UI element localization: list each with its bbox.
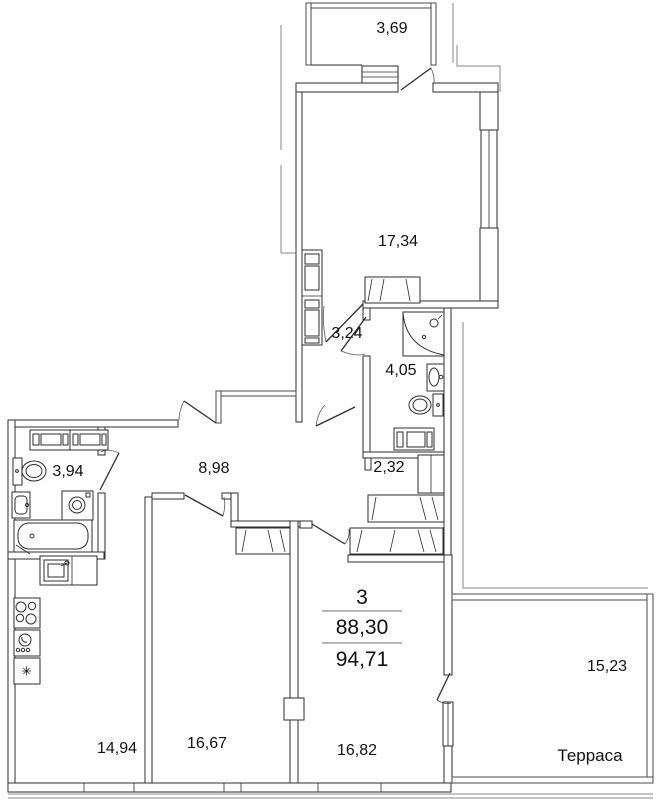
fridge-icon [13, 657, 41, 685]
room-name-terrace: Терраса [557, 746, 623, 765]
room-bedroom: 16,67 [151, 492, 302, 752]
bathroom-big: 4,05 [340, 307, 452, 556]
room-label-hall: 3,24 [331, 325, 362, 342]
kitchen: 14,94 [13, 496, 153, 784]
room-label-corridor: 8,98 [198, 460, 229, 477]
room-label-living2: 16,82 [337, 742, 377, 759]
living-door-leaf [325, 303, 364, 343]
kitchen-sink-icon [39, 555, 98, 586]
bathroom-big-door-leaf [340, 316, 367, 352]
washing-machine-icon [393, 427, 435, 451]
balcony-window [361, 65, 399, 84]
room-label-bathroom-big: 4,05 [385, 362, 416, 379]
terrace-door-leaf [436, 672, 451, 701]
column [283, 697, 305, 721]
dishwasher-icon [13, 629, 41, 657]
entry-niche-wall [215, 390, 297, 397]
room-label-terrace: 15,23 [587, 658, 627, 675]
room-living2: 16,82 [283, 520, 454, 784]
room-label-bedroom: 16,67 [187, 735, 227, 752]
balcony-wall-top [305, 2, 437, 9]
room-label-living: 17,34 [378, 233, 418, 250]
toilet-small-icon [12, 457, 47, 486]
toilet-icon [408, 393, 444, 417]
shower-icon [402, 311, 445, 357]
room-living: 17,34 [295, 82, 499, 423]
entry-door-leaf [183, 400, 217, 424]
entry-niche-wall-2 [215, 390, 222, 424]
bathtub-icon [13, 519, 93, 555]
wardrobe-row2-icon [349, 527, 444, 555]
summary-living-area: 88,30 [336, 616, 389, 639]
wall-cabinet-icon [29, 429, 109, 451]
washer-small-icon [61, 490, 94, 521]
sink-small-icon [11, 491, 31, 519]
room-label-lobby: 2,32 [373, 459, 404, 476]
stove-icon [13, 597, 41, 629]
apartment-summary: 3 88,30 94,71 [322, 586, 402, 671]
terrace: 15,23 Терраса [451, 593, 654, 784]
balcony-door-leaf [400, 67, 432, 91]
wardrobe-icon [364, 276, 421, 304]
hall-door-leaf [315, 406, 356, 427]
bathroom-small: 3,94 [7, 426, 120, 560]
bathroom-small-door-leaf [99, 452, 120, 491]
balcony: 3,69 [305, 2, 437, 91]
cabinet-icon [301, 249, 323, 346]
balcony-wall-left [305, 2, 312, 66]
sink-icon [426, 363, 445, 392]
balcony-wall-right [430, 2, 437, 66]
hall: 3,24 [315, 325, 363, 427]
shelf-closet-icon [417, 454, 445, 494]
summary-total-area: 94,71 [336, 648, 389, 671]
bottom-wall-windows [7, 782, 452, 793]
wardrobe-row1-icon [367, 494, 445, 523]
room-label-balcony: 3,69 [376, 20, 407, 37]
lobby: 2,32 [349, 454, 445, 555]
room-label-kitchen: 14,94 [97, 740, 137, 757]
living2-door-leaf [311, 523, 346, 545]
site-boundary-lines [8, 3, 653, 799]
bedroom-door-leaf [184, 494, 224, 517]
room-label-bathroom-small: 3,94 [52, 463, 83, 480]
bedroom-wardrobe-icon [235, 527, 291, 555]
summary-rooms-count: 3 [356, 586, 368, 609]
